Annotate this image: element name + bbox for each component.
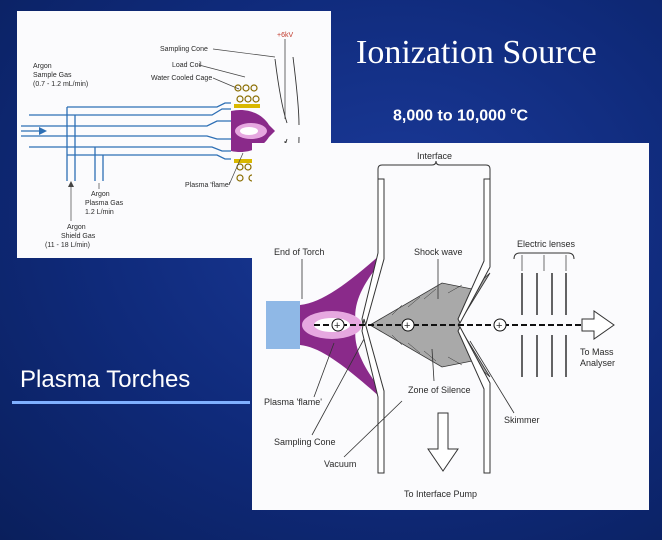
leader-zone-of-silence bbox=[431, 348, 435, 382]
torch-diagram: +6kV Sampling Cone Load Coil Water Coole… bbox=[21, 32, 300, 249]
sample-inlet-arrowhead bbox=[39, 127, 47, 135]
label-sampling-cone: Sampling Cone bbox=[160, 46, 208, 53]
ion-3-symbol: + bbox=[496, 320, 502, 332]
label-argon-shield-3: (11 - 18 L/min) bbox=[45, 242, 90, 249]
label-to-mass-2: Analyser bbox=[580, 358, 615, 368]
ion-2-symbol: + bbox=[404, 320, 410, 332]
sampling-cone-lower bbox=[361, 318, 385, 474]
caption-underline bbox=[12, 401, 250, 404]
ion-1 bbox=[331, 318, 345, 332]
label-argon-plasma-2: Plasma Gas bbox=[85, 200, 124, 207]
expansion-hatching bbox=[391, 284, 463, 366]
ion-2 bbox=[401, 318, 415, 332]
label-argon-shield-1: Argon bbox=[67, 224, 86, 231]
leader-sampling-cone bbox=[212, 48, 276, 58]
lenses-leaders bbox=[521, 255, 567, 271]
label-argon-sample-3: (0.7 - 1.2 mL/min) bbox=[33, 81, 88, 88]
torch-plasma bbox=[231, 109, 275, 153]
label-argon-sample-2: Sample Gas bbox=[33, 72, 72, 79]
degree-symbol: o bbox=[510, 106, 517, 117]
label-argon-shield-2: Shield Gas bbox=[61, 233, 96, 240]
label-to-mass-1: To Mass bbox=[580, 347, 614, 357]
ion-1-symbol: + bbox=[334, 320, 340, 332]
lenses-brace bbox=[513, 252, 575, 260]
label-interface: Interface bbox=[417, 151, 452, 161]
interface-diagram: Interface End of Torch + + + Electric le… bbox=[264, 151, 615, 499]
water-cage-bottom bbox=[234, 159, 260, 163]
sampling-cone-upper bbox=[361, 178, 385, 332]
temperature-value: 8,000 to 10,000 bbox=[393, 107, 511, 125]
torch-end-block bbox=[266, 301, 300, 349]
plasma-torches-caption: Plasma Torches bbox=[20, 366, 191, 393]
leader-skimmer bbox=[469, 340, 515, 414]
label-argon-plasma-3: 1.2 L/min bbox=[85, 209, 114, 216]
leader-plasma-flame-right bbox=[313, 342, 335, 398]
label-end-of-torch: End of Torch bbox=[274, 247, 324, 257]
label-vacuum: Vacuum bbox=[324, 459, 356, 469]
leader-sampling-cone-right bbox=[311, 338, 365, 436]
shield-arrowhead bbox=[68, 181, 74, 187]
voltage-label: +6kV bbox=[277, 32, 293, 39]
label-to-interface-pump: To Interface Pump bbox=[404, 489, 477, 499]
label-argon-plasma-1: Argon bbox=[91, 191, 110, 198]
label-plasma-flame-right: Plasma 'flame' bbox=[264, 397, 322, 407]
load-coil-top bbox=[234, 84, 260, 103]
temperature-range: 8,000 to 10,000 oC bbox=[393, 106, 528, 125]
label-plasma-flame: Plasma 'flame' bbox=[185, 182, 230, 189]
skimmer-lower bbox=[457, 325, 491, 474]
leader-plasma-flame bbox=[228, 152, 244, 186]
electric-lenses bbox=[521, 273, 567, 377]
skimmer-upper bbox=[457, 178, 491, 325]
label-sampling-cone-right: Sampling Cone bbox=[274, 437, 336, 447]
interface-diagram-panel: Interface End of Torch + + + Electric le… bbox=[252, 143, 649, 510]
interface-pump-arrow bbox=[427, 412, 459, 472]
label-zone-of-silence: Zone of Silence bbox=[408, 385, 471, 395]
slide-title: Ionization Source bbox=[356, 34, 597, 71]
label-shock-wave: Shock wave bbox=[414, 247, 463, 257]
water-cage-top bbox=[234, 104, 260, 108]
ion-3 bbox=[493, 318, 507, 332]
torch-tubes bbox=[21, 102, 231, 181]
label-load-coil: Load Coil bbox=[172, 62, 202, 69]
label-electric-lenses: Electric lenses bbox=[517, 239, 576, 249]
interface-brace bbox=[377, 160, 491, 179]
leader-vacuum bbox=[343, 400, 403, 458]
temperature-unit: C bbox=[516, 107, 529, 125]
label-argon-sample-1: Argon bbox=[33, 63, 52, 70]
leader-load-coil bbox=[198, 64, 246, 78]
label-skimmer: Skimmer bbox=[504, 415, 540, 425]
label-water-cooled-cage: Water Cooled Cage bbox=[151, 75, 212, 82]
to-mass-arrow bbox=[581, 310, 615, 340]
